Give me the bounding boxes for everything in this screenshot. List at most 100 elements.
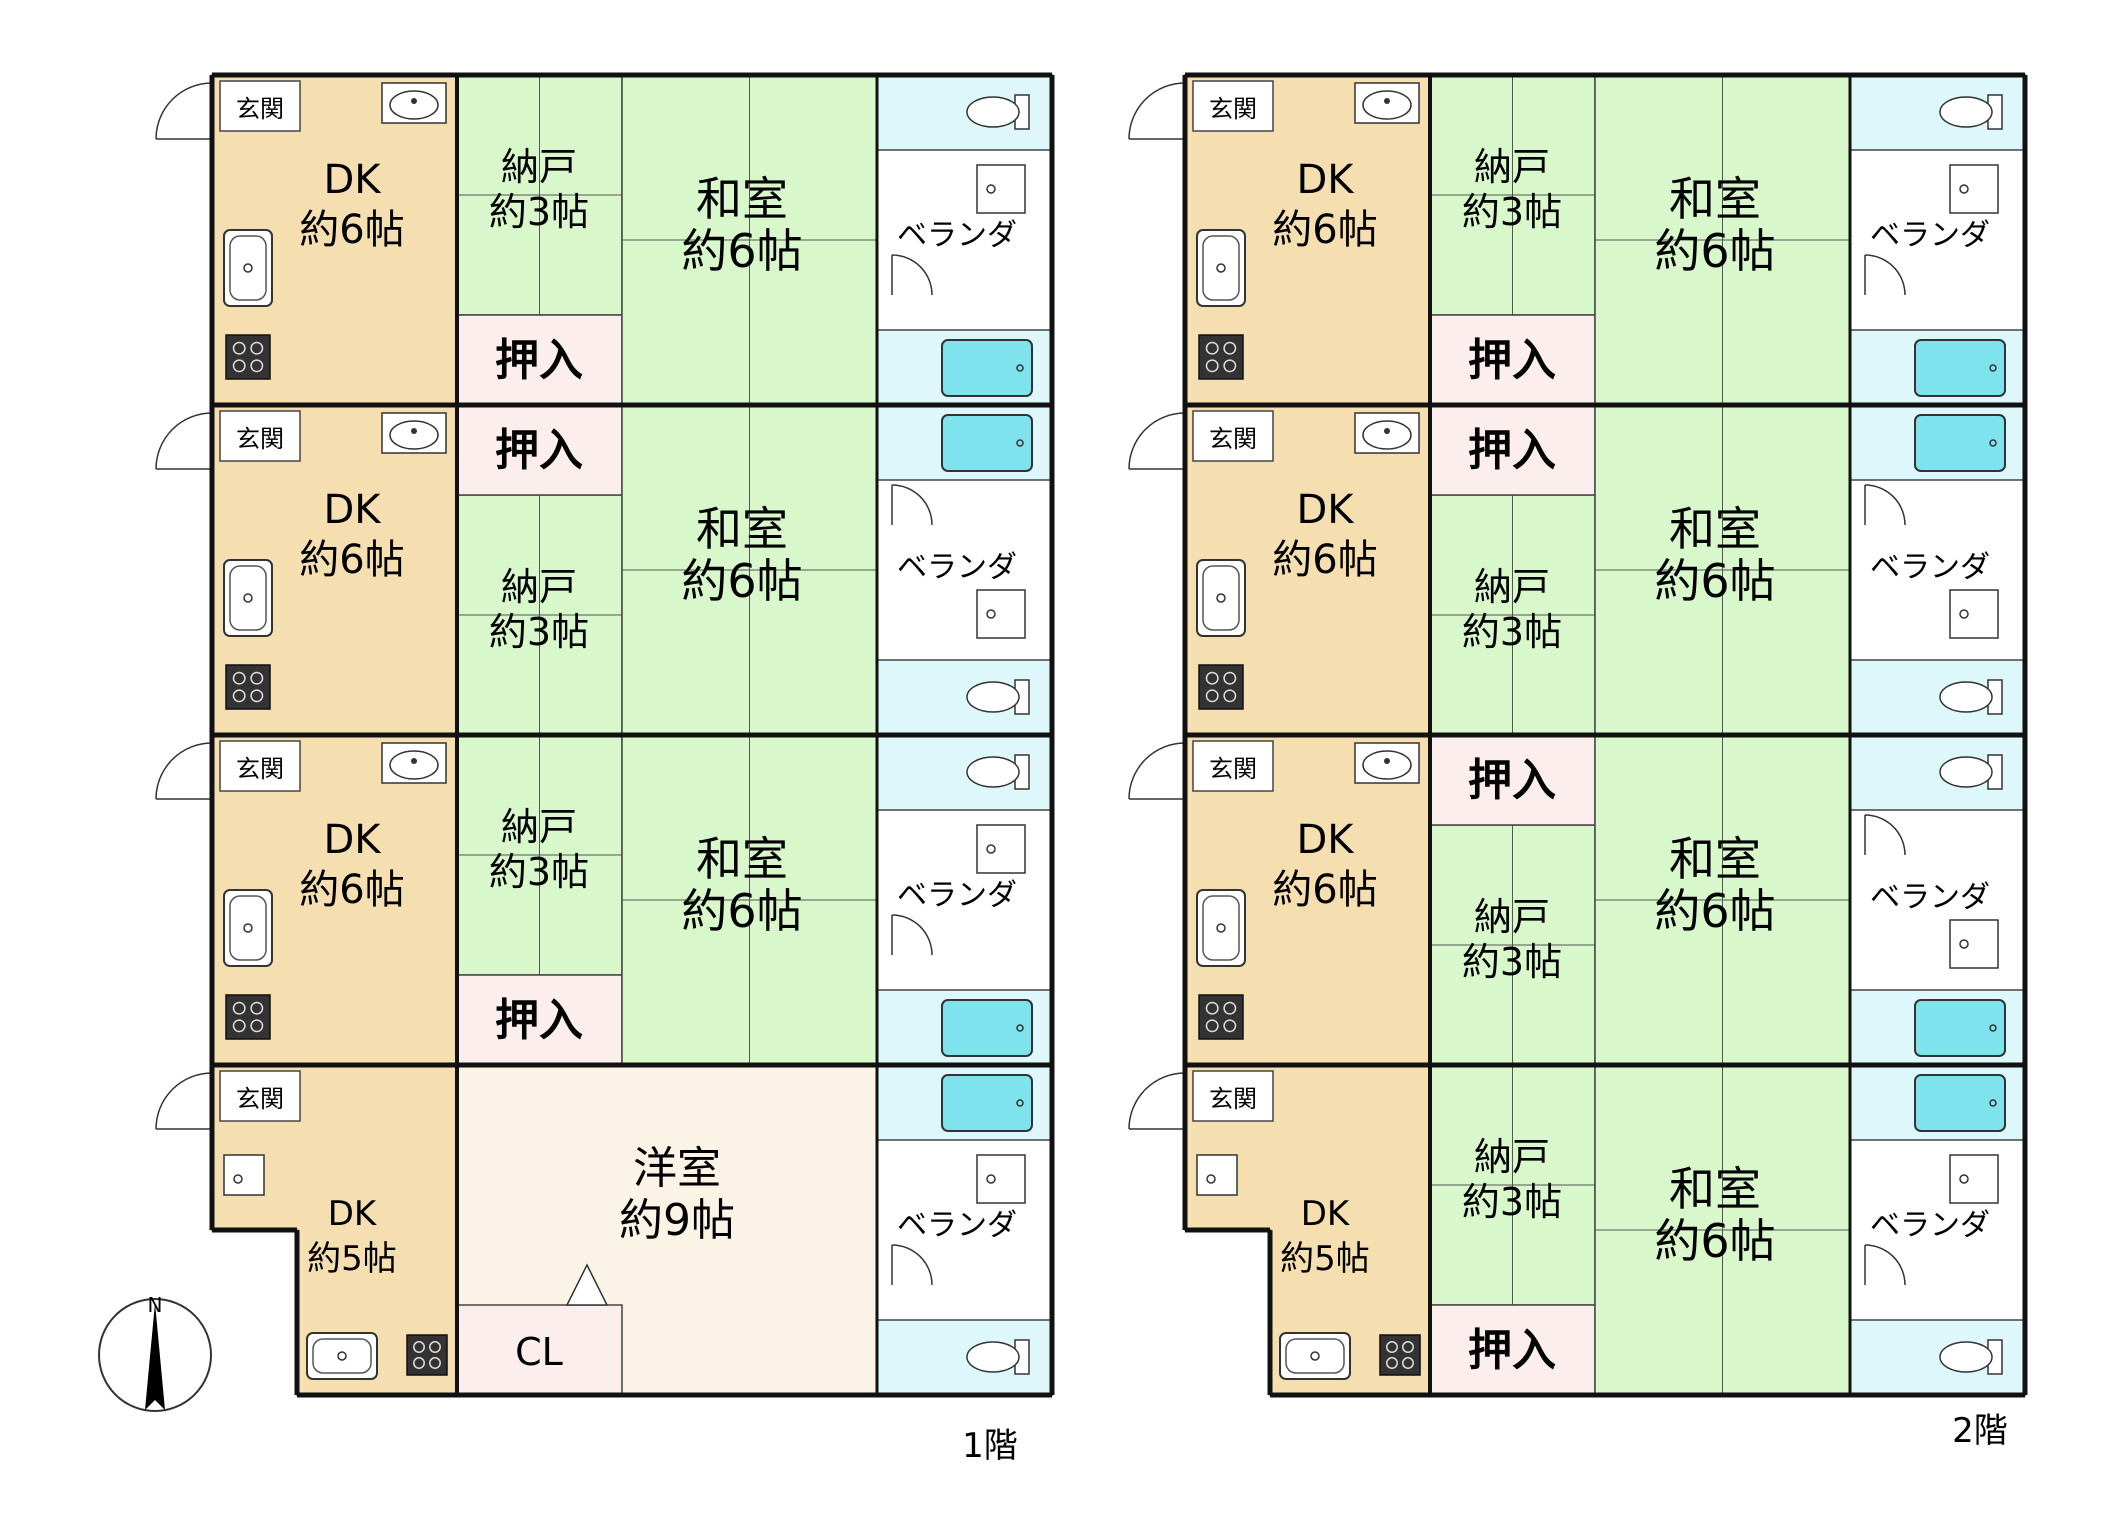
genkan-area (219, 410, 301, 462)
sink-icon (223, 559, 273, 637)
hand-basin-icon (976, 1154, 1026, 1204)
nando-size-label: 約3帖 (489, 610, 589, 654)
bathtub-icon (941, 339, 1033, 397)
unit-1f-3: 玄関DK約6帖押入納戸約3帖和室約6帖ベランダ (155, 732, 1053, 1066)
washitsu-label: 和室 (1669, 1162, 1761, 1216)
veranda-label: ベランダ (1870, 880, 1990, 915)
sink-icon (1196, 889, 1246, 967)
washbasin-icon (1354, 742, 1420, 784)
toilet-icon (966, 1339, 1030, 1375)
door-swing-icon (891, 1244, 933, 1286)
genkan-area (1192, 410, 1274, 462)
dk-size-label: 約6帖 (299, 867, 404, 913)
veranda-label: ベランダ (897, 1208, 1017, 1243)
sink-icon (1196, 559, 1246, 637)
hand-basin-icon (976, 824, 1026, 874)
unit-2f-2: 玄関DK約6帖押入納戸約3帖和室約6帖ベランダ (1128, 402, 2026, 736)
washitsu-label: 和室 (696, 502, 788, 556)
sink-icon (223, 889, 273, 967)
bathtub-icon (941, 414, 1033, 472)
unit-1f-1: 玄関DK約6帖押入納戸約3帖和室約6帖ベランダ (155, 72, 1053, 406)
veranda-label: ベランダ (897, 550, 1017, 585)
nando-size-label: 約3帖 (1462, 1180, 1562, 1224)
bathtub-icon (941, 1074, 1033, 1132)
hand-basin-icon (976, 589, 1026, 639)
dk-label: DK (1301, 1194, 1351, 1234)
bathtub-icon (1914, 1074, 2006, 1132)
washbasin-icon (381, 82, 447, 124)
gas-stove-icon (1198, 994, 1244, 1040)
hand-basin-icon (1949, 919, 1999, 969)
nando-size-label: 約3帖 (1462, 190, 1562, 234)
door-swing-icon (891, 484, 933, 526)
unit-1f-2: 玄関DK約6帖押入納戸約3帖和室約6帖ベランダ (155, 402, 1053, 736)
door-swing-icon (1128, 412, 1186, 470)
hand-basin-icon (1196, 1154, 1238, 1196)
gas-stove-icon (225, 664, 271, 710)
sink-icon (1279, 1332, 1351, 1380)
toilet-icon (966, 679, 1030, 715)
genkan-label: 玄関 (236, 755, 284, 783)
toilet-icon (1939, 679, 2003, 715)
veranda-label: ベランダ (1870, 550, 1990, 585)
genkan-area (1192, 80, 1274, 132)
oshiire-closet (456, 974, 623, 1066)
washbasin-icon (1354, 412, 1420, 454)
genkan-label: 玄関 (236, 425, 284, 453)
door-swing-icon (1864, 484, 1906, 526)
oshiire-closet (1429, 404, 1596, 496)
washbasin-icon (381, 742, 447, 784)
oshiire-closet (1429, 734, 1596, 826)
nando-label: 納戸 (1474, 565, 1550, 609)
unit-2f-3: 玄関DK約6帖押入納戸約3帖和室約6帖ベランダ (1128, 732, 2026, 1066)
floor-caption-2f: 2階 (1952, 1411, 2008, 1451)
gas-stove-icon (1198, 664, 1244, 710)
washitsu-size-label: 約6帖 (1654, 554, 1775, 608)
hand-basin-icon (1949, 164, 1999, 214)
dk-label: DK (323, 157, 382, 203)
genkan-area (219, 1070, 301, 1122)
closet-label: CL (515, 1330, 563, 1374)
veranda-label: ベランダ (1870, 1208, 1990, 1243)
genkan-label: 玄関 (236, 1085, 284, 1113)
nando-label: 納戸 (1474, 1135, 1550, 1179)
washitsu-label: 和室 (696, 172, 788, 226)
dk-label: DK (1296, 817, 1355, 863)
sink-icon (306, 1332, 378, 1380)
north-compass: N (98, 1293, 212, 1412)
toilet-icon (1939, 94, 2003, 130)
genkan-area (1192, 740, 1274, 792)
entry-arrow-icon (565, 1263, 609, 1306)
door-swing-icon (155, 82, 213, 140)
hand-basin-icon (1949, 1154, 1999, 1204)
genkan-label: 玄関 (1209, 1085, 1257, 1113)
washitsu-size-label: 約6帖 (1654, 884, 1775, 938)
washbasin-icon (1354, 82, 1420, 124)
nando-size-label: 約3帖 (489, 190, 589, 234)
genkan-label: 玄関 (1209, 95, 1257, 123)
genkan-area (1192, 1070, 1274, 1122)
dk-label: DK (328, 1194, 378, 1234)
toilet-icon (1939, 754, 2003, 790)
gas-stove-icon (225, 334, 271, 380)
oshiire-label: 押入 (495, 335, 583, 386)
oshiire-label: 押入 (495, 425, 583, 476)
nando-label: 納戸 (501, 805, 577, 849)
washitsu-size-label: 約6帖 (681, 884, 802, 938)
yoshitsu-size-label: 約9帖 (619, 1195, 735, 1246)
door-swing-icon (1128, 742, 1186, 800)
genkan-area (219, 80, 301, 132)
gas-stove-icon (1198, 334, 1244, 380)
washitsu-label: 和室 (1669, 832, 1761, 886)
nando-label: 納戸 (501, 565, 577, 609)
door-swing-icon (1864, 1244, 1906, 1286)
door-swing-icon (155, 412, 213, 470)
toilet-icon (966, 94, 1030, 130)
gas-stove-icon (225, 994, 271, 1040)
hand-basin-icon (1949, 589, 1999, 639)
dk-size-label: 約6帖 (1272, 867, 1377, 913)
washitsu-label: 和室 (696, 832, 788, 886)
veranda-label: ベランダ (1870, 218, 1990, 253)
